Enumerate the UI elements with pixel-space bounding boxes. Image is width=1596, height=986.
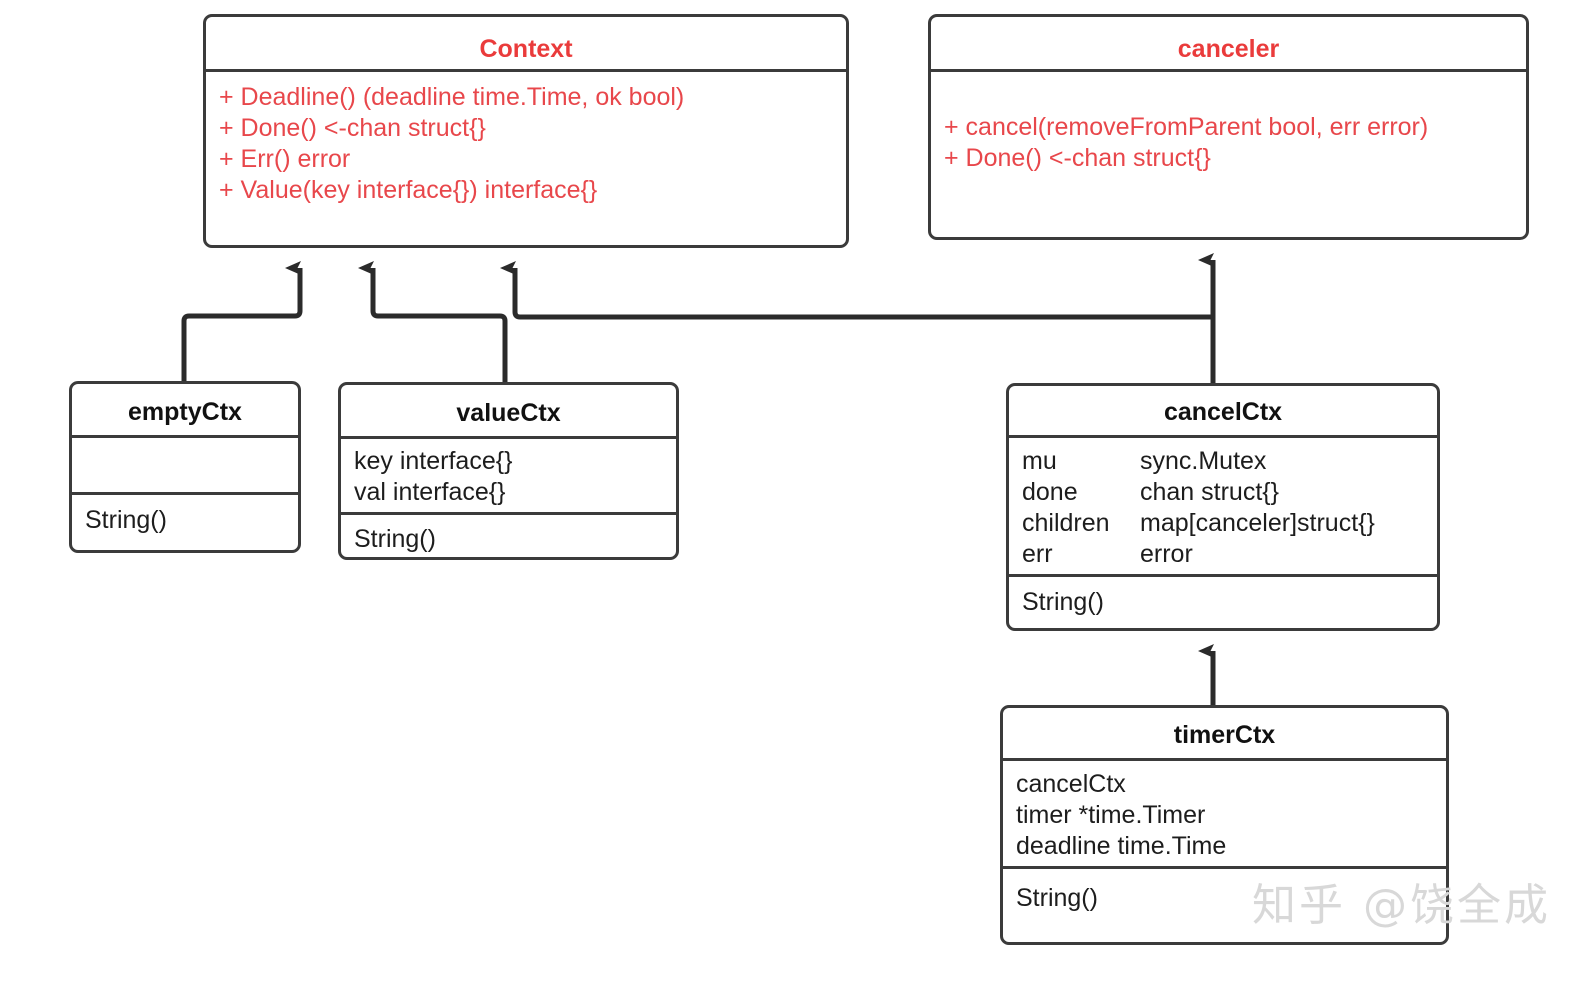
class-fields-emptyctx	[72, 435, 298, 492]
relation-valuectx-context	[358, 261, 508, 382]
class-title-context: Context	[479, 35, 573, 63]
method-row: String()	[1016, 884, 1098, 912]
field-row: children map[canceler]struct{}	[1022, 508, 1426, 539]
class-fields-valuectx: key interface{} val interface{}	[341, 436, 676, 512]
class-methods-cancelctx: String()	[1009, 574, 1437, 627]
class-box-canceler[interactable]: canceler + cancel(removeFromParent bool,…	[928, 14, 1529, 240]
field-type: error	[1140, 540, 1193, 568]
field-row: err error	[1022, 539, 1426, 570]
field-row: val interface{}	[354, 478, 506, 506]
field-name: err	[1022, 540, 1053, 568]
class-fields-cancelctx: mu sync.Mutex done chan struct{} children m…	[1009, 435, 1437, 574]
relation-emptyctx-context	[181, 261, 303, 381]
relation-cancelctx-context	[500, 261, 1216, 383]
class-title-timerctx: timerCtx	[1173, 721, 1276, 749]
method-row: + Err() error	[219, 145, 351, 173]
field-row: timer *time.Timer	[1016, 801, 1206, 829]
field-name: done	[1022, 478, 1078, 506]
class-box-context[interactable]: Context + Deadline() (deadline time.Time…	[203, 14, 849, 248]
class-box-emptyctx[interactable]: emptyCtx String()	[69, 381, 301, 553]
class-title-valuectx: valueCtx	[456, 399, 561, 427]
class-methods-valuectx: String()	[341, 512, 676, 557]
class-methods-timerctx: String()	[1003, 866, 1446, 923]
method-row: String()	[1022, 588, 1104, 616]
field-row: mu sync.Mutex	[1022, 446, 1426, 477]
method-row: + Done() <-chan struct{}	[219, 114, 486, 142]
field-type: chan struct{}	[1140, 478, 1279, 506]
field-row: deadline time.Time	[1016, 832, 1227, 860]
field-type: sync.Mutex	[1140, 447, 1267, 475]
class-title-cancelctx: cancelCtx	[1163, 398, 1283, 426]
class-methods-context: + Deadline() (deadline time.Time, ok boo…	[206, 69, 846, 215]
method-row: + Done() <-chan struct{}	[944, 144, 1211, 172]
method-row: String()	[354, 525, 436, 553]
field-row: done chan struct{}	[1022, 477, 1426, 508]
class-fields-timerctx: cancelCtx timer *time.Timer deadline tim…	[1003, 758, 1446, 866]
class-box-timerctx[interactable]: timerCtx cancelCtx timer *time.Timer dea…	[1000, 705, 1449, 945]
field-name: children	[1022, 509, 1110, 537]
watermark: 知乎 @饶全成	[1252, 880, 1551, 931]
field-row: key interface{}	[354, 447, 513, 475]
field-row: cancelCtx	[1016, 770, 1126, 798]
class-methods-emptyctx: String()	[72, 492, 298, 545]
field-name: mu	[1022, 447, 1057, 475]
class-title-canceler: canceler	[1177, 35, 1280, 63]
class-methods-canceler: + cancel(removeFromParent bool, err erro…	[931, 69, 1526, 183]
method-row: String()	[85, 506, 167, 534]
method-row: + Deadline() (deadline time.Time, ok boo…	[219, 83, 685, 111]
field-type: map[canceler]struct{}	[1140, 509, 1375, 537]
method-row: + cancel(removeFromParent bool, err erro…	[944, 113, 1429, 141]
class-title-emptyctx: emptyCtx	[128, 398, 242, 426]
class-box-cancelctx[interactable]: cancelCtx mu sync.Mutex done chan struct{}…	[1006, 383, 1440, 631]
method-row: + Value(key interface{}) interface{}	[219, 176, 598, 204]
class-box-valuectx[interactable]: valueCtx key interface{} val interface{}…	[338, 382, 679, 560]
